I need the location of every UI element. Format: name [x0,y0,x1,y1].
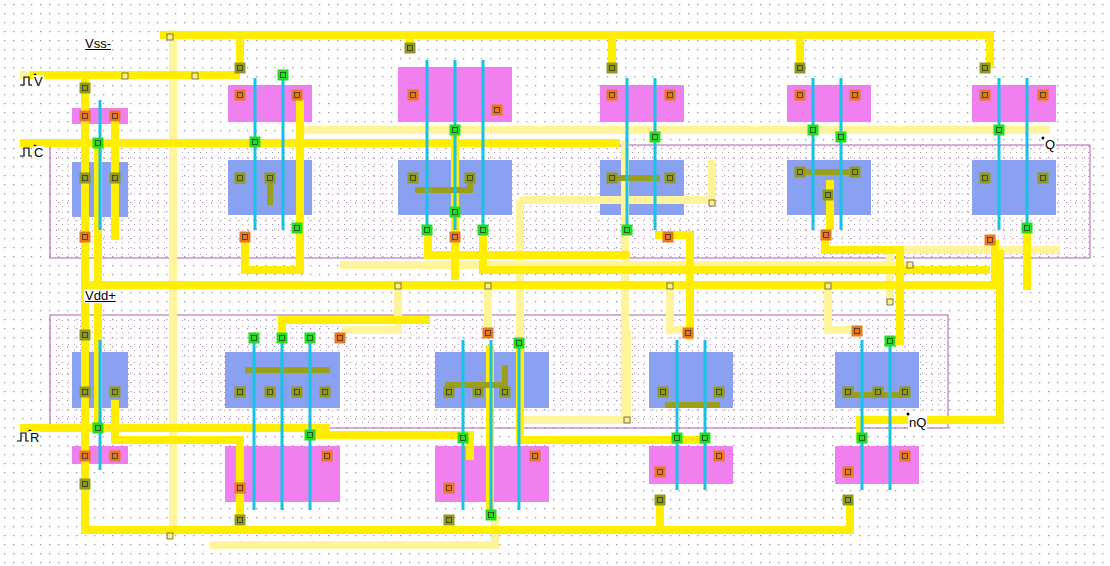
pin-label: R [29,431,40,445]
rail-label: Vss- [84,37,112,51]
rail-label: Vdd+ [84,289,117,303]
pin-label: V [33,75,44,89]
pin-label: C [33,146,44,160]
pin-label: nQ [908,416,927,430]
pin-label: Q [1044,138,1056,152]
